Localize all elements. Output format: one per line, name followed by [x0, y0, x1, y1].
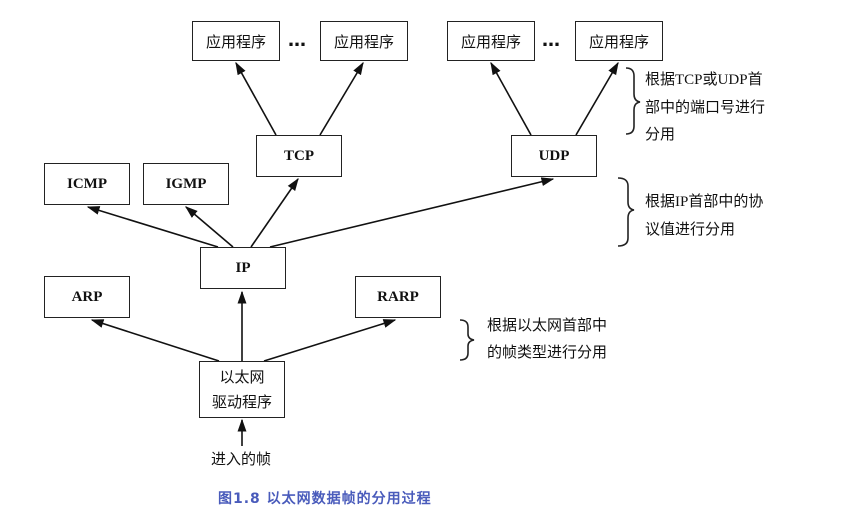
driver-label-line2: 驱动程序 [211, 392, 272, 411]
text: 首部中的协 [688, 192, 764, 210]
arrow-ip-to-igmp [185, 206, 234, 248]
rarp-label: RARP [377, 288, 419, 305]
arrow-tcp-to-app1 [235, 61, 277, 136]
annotation-line: 议值进行分用 [645, 220, 736, 238]
text: UDP [717, 72, 748, 88]
igmp-box: IGMP [143, 163, 229, 205]
arrow-driver-to-arp [90, 319, 220, 362]
udp-label: UDP [538, 147, 570, 164]
text: TCP [675, 72, 703, 88]
udp-box: UDP [511, 135, 597, 177]
incoming-frame-label: 进入的帧 [211, 450, 272, 468]
annotation-protocol-demux: 根据IP首部中的协 议值进行分用 [645, 188, 763, 243]
arrow-tcp-to-app2 [319, 61, 364, 136]
brace-port-demux [625, 67, 641, 135]
arp-box: ARP [44, 276, 130, 318]
app-label: 应用程序 [588, 32, 649, 51]
ellipsis-right: … [542, 30, 561, 51]
tcp-box: TCP [256, 135, 342, 177]
text: 根据 [645, 192, 676, 210]
brace-frame-type-demux [459, 319, 475, 361]
app-box-4: 应用程序 [575, 21, 663, 61]
app-label: 应用程序 [205, 32, 266, 51]
igmp-label: IGMP [165, 175, 207, 192]
annotation-line: 的帧类型进行分用 [487, 343, 608, 361]
app-box-1: 应用程序 [192, 21, 280, 61]
icmp-box: ICMP [44, 163, 130, 205]
ethernet-driver-box: 以太网 驱动程序 [199, 361, 285, 418]
annotation-line: 根据TCP或UDP首 [645, 66, 765, 94]
text: IP [675, 194, 689, 210]
ip-label: IP [235, 259, 251, 276]
arrow-udp-to-app4 [575, 61, 619, 136]
arrow-driver-to-rarp [263, 319, 397, 362]
arp-label: ARP [71, 288, 103, 305]
brace-protocol-demux [617, 177, 635, 247]
app-box-2: 应用程序 [320, 21, 408, 61]
icmp-label: ICMP [67, 175, 107, 192]
text: 或 [702, 70, 718, 88]
app-label: 应用程序 [460, 32, 521, 51]
tcp-label: TCP [284, 147, 314, 164]
annotation-line: 部中的端口号进行 [645, 98, 766, 116]
app-box-3: 应用程序 [447, 21, 535, 61]
arrow-ip-to-tcp [250, 177, 299, 248]
driver-label-line1: 以太网 [219, 367, 265, 386]
text: 首 [747, 70, 763, 88]
ip-box: IP [200, 247, 286, 289]
annotation-line: 根据以太网首部中 [487, 316, 608, 334]
annotation-port-demux: 根据TCP或UDP首 部中的端口号进行 分用 [645, 66, 765, 148]
app-label: 应用程序 [333, 32, 394, 51]
figure-caption: 图1.8 以太网数据帧的分用过程 [218, 491, 432, 507]
arrow-ip-to-icmp [86, 206, 219, 248]
text: 根据 [645, 70, 676, 88]
arrow-ip-to-udp [269, 177, 555, 248]
annotation-line: 根据IP首部中的协 [645, 188, 763, 216]
annotation-line: 分用 [645, 125, 676, 143]
annotation-frame-type-demux: 根据以太网首部中 的帧类型进行分用 [487, 312, 607, 366]
arrow-udp-to-app3 [490, 61, 532, 136]
rarp-box: RARP [355, 276, 441, 318]
ellipsis-left: … [288, 30, 307, 51]
